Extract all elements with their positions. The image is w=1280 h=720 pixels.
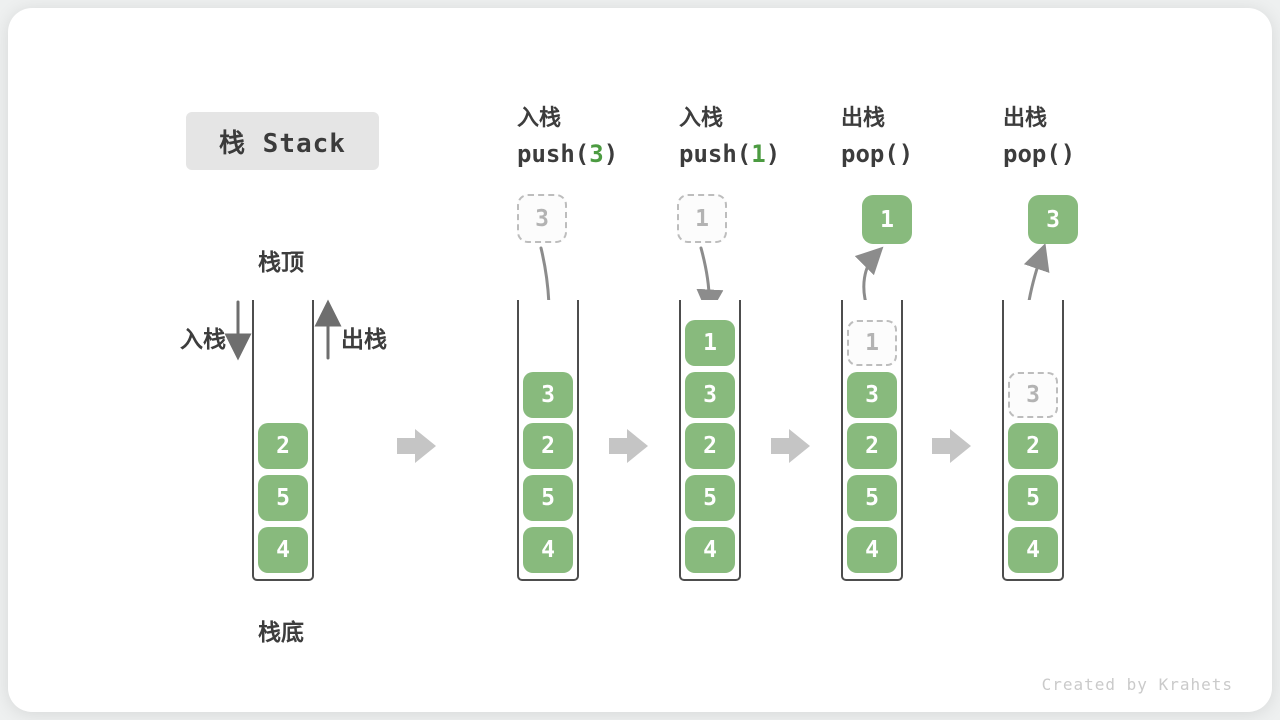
push-side-label: 入栈 xyxy=(180,327,226,353)
stack-cell: 2 xyxy=(1008,423,1058,469)
credit-text: Created by Krahets xyxy=(1041,675,1233,694)
stack-cell: 5 xyxy=(847,475,897,521)
code-post: ) xyxy=(603,140,619,168)
stack-cell: 5 xyxy=(685,475,735,521)
stack-cell: 4 xyxy=(1008,527,1058,573)
ghost-cell: 1 xyxy=(847,320,897,366)
stack-cell: 4 xyxy=(847,527,897,573)
stack-cell: 4 xyxy=(523,527,573,573)
op-cn-label: 出栈 xyxy=(841,106,886,131)
popped-element-box: 3 xyxy=(1028,195,1078,244)
op-code-label: push(1) xyxy=(679,139,780,169)
incoming-element-box: 1 xyxy=(677,194,727,243)
diagram-title: 栈 Stack xyxy=(186,112,379,170)
popped-element-box: 1 xyxy=(862,195,912,244)
stack-cell: 5 xyxy=(523,475,573,521)
stack-cell: 2 xyxy=(258,423,308,469)
stack-cell: 2 xyxy=(847,423,897,469)
op-caption-push-1: 入栈 push(1) xyxy=(679,104,780,169)
stack-cell: 2 xyxy=(523,423,573,469)
code-pre: push( xyxy=(517,140,590,168)
stack-cell: 5 xyxy=(258,475,308,521)
stack-cell: 4 xyxy=(685,527,735,573)
stack-container-push-1: 1 3 2 5 4 xyxy=(679,300,741,581)
stack-cell: 3 xyxy=(847,372,897,418)
stack-cell: 3 xyxy=(685,372,735,418)
stack-container-initial: 2 5 4 xyxy=(252,300,314,581)
op-cn-label: 入栈 xyxy=(679,106,724,131)
op-code-label: push(3) xyxy=(517,139,618,169)
op-cn-label: 入栈 xyxy=(517,106,562,131)
stack-cell: 1 xyxy=(685,320,735,366)
stack-cell: 5 xyxy=(1008,475,1058,521)
code-pre: pop() xyxy=(841,140,914,168)
op-caption-pop-3: 出栈 pop() xyxy=(1003,104,1075,169)
code-arg: 3 xyxy=(589,140,604,168)
op-caption-pop-1: 出栈 pop() xyxy=(841,104,913,169)
code-pre: pop() xyxy=(1003,140,1076,168)
pop-side-label: 出栈 xyxy=(341,327,387,353)
stack-container-pop-3: 3 2 5 4 xyxy=(1002,300,1064,581)
stack-container-push-3: 3 2 5 4 xyxy=(517,300,579,581)
stack-cell: 3 xyxy=(523,372,573,418)
incoming-element-box: 3 xyxy=(517,194,567,243)
ghost-cell: 3 xyxy=(1008,372,1058,418)
op-cn-label: 出栈 xyxy=(1003,106,1048,131)
stack-cell: 4 xyxy=(258,527,308,573)
op-code-label: pop() xyxy=(841,139,913,169)
stack-bottom-label: 栈底 xyxy=(258,620,304,646)
op-caption-push-3: 入栈 push(3) xyxy=(517,104,618,169)
stack-top-label: 栈顶 xyxy=(258,250,304,276)
code-post: ) xyxy=(765,140,781,168)
code-pre: push( xyxy=(679,140,752,168)
stack-container-pop-1: 1 3 2 5 4 xyxy=(841,300,903,581)
code-arg: 1 xyxy=(751,140,766,168)
op-code-label: pop() xyxy=(1003,139,1075,169)
stack-cell: 2 xyxy=(685,423,735,469)
